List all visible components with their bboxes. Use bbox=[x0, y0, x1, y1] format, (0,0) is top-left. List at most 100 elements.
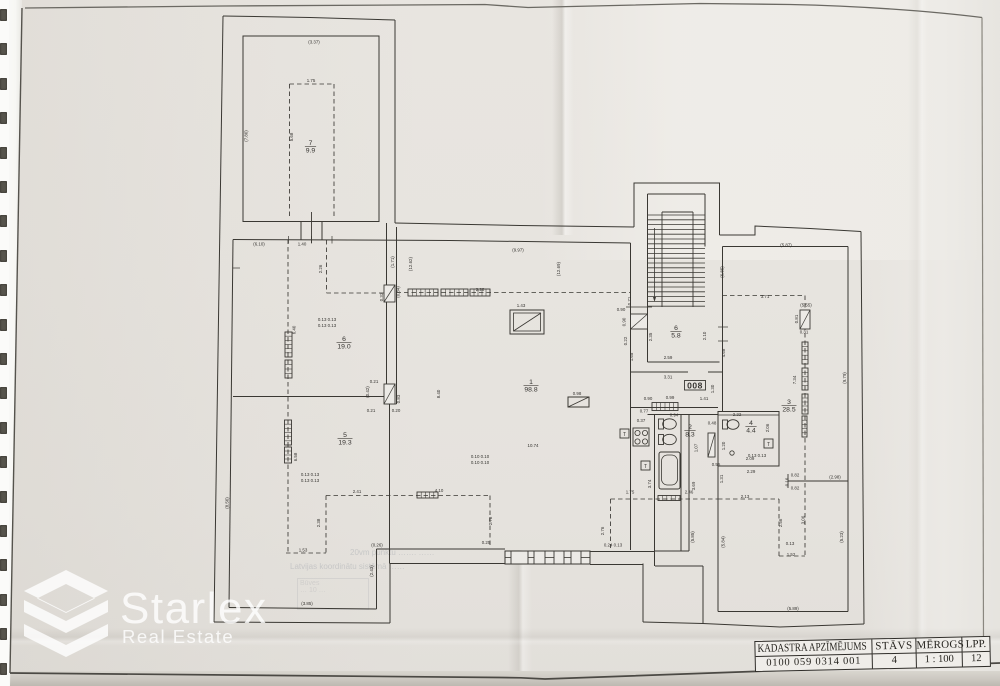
svg-text:(5.89): (5.89) bbox=[787, 606, 799, 611]
svg-text:1.43: 1.43 bbox=[517, 303, 526, 308]
svg-text:2.41: 2.41 bbox=[353, 489, 362, 494]
svg-text:5.8: 5.8 bbox=[671, 332, 681, 339]
svg-text:6.58: 6.58 bbox=[293, 452, 298, 461]
svg-text:0.21: 0.21 bbox=[370, 379, 379, 384]
svg-text:2.46: 2.46 bbox=[685, 490, 694, 495]
svg-text:(0.84): (0.84) bbox=[396, 286, 401, 298]
svg-text:2.38: 2.38 bbox=[316, 518, 321, 527]
svg-text:0.99: 0.99 bbox=[666, 395, 675, 400]
svg-text:0.48: 0.48 bbox=[708, 421, 717, 426]
svg-text:7: 7 bbox=[309, 140, 313, 147]
svg-text:3.69: 3.69 bbox=[691, 481, 696, 490]
svg-text:(2.43): (2.43) bbox=[369, 565, 374, 577]
svg-text:10.74: 10.74 bbox=[528, 443, 540, 448]
svg-text:8.40: 8.40 bbox=[436, 389, 441, 398]
svg-text:5: 5 bbox=[343, 432, 347, 439]
svg-text:2.06: 2.06 bbox=[765, 423, 770, 432]
svg-text:0.21: 0.21 bbox=[367, 408, 376, 413]
svg-text:(12.62): (12.62) bbox=[408, 257, 413, 271]
svg-text:(5.87): (5.87) bbox=[780, 243, 792, 248]
svg-text:0.77: 0.77 bbox=[640, 409, 649, 414]
svg-text:3: 3 bbox=[787, 399, 791, 406]
svg-text:(1.71): (1.71) bbox=[390, 256, 395, 268]
svg-text:3.74: 3.74 bbox=[647, 479, 652, 488]
svg-text:(6.85): (6.85) bbox=[720, 266, 725, 278]
svg-text:1.31: 1.31 bbox=[719, 474, 724, 483]
svg-text:T: T bbox=[644, 464, 647, 470]
svg-text:(5.84): (5.84) bbox=[721, 536, 726, 548]
svg-text:0.31: 0.31 bbox=[800, 330, 809, 335]
svg-text:7.34: 7.34 bbox=[792, 375, 797, 384]
svg-text:(5.55): (5.55) bbox=[800, 303, 812, 308]
svg-text:0.16: 0.16 bbox=[785, 477, 790, 486]
svg-text:9.9: 9.9 bbox=[306, 147, 316, 154]
svg-text:0.37: 0.37 bbox=[637, 418, 646, 423]
svg-text:5.68: 5.68 bbox=[289, 132, 294, 141]
svg-text:(2.98): (2.98) bbox=[829, 475, 841, 480]
svg-text:(12.69): (12.69) bbox=[556, 262, 561, 276]
svg-text:2.13: 2.13 bbox=[741, 494, 750, 499]
svg-text:(8.56): (8.56) bbox=[225, 497, 230, 509]
svg-text:(3.85): (3.85) bbox=[301, 601, 313, 606]
svg-text:2.78: 2.78 bbox=[488, 516, 493, 525]
svg-text:1.07: 1.07 bbox=[694, 443, 699, 452]
svg-text:0.22: 0.22 bbox=[623, 336, 628, 345]
svg-text:0.13 0.13: 0.13 0.13 bbox=[301, 478, 320, 483]
svg-text:6.40: 6.40 bbox=[292, 325, 297, 334]
svg-text:(9.97): (9.97) bbox=[512, 248, 524, 253]
svg-text:0.82: 0.82 bbox=[791, 473, 800, 478]
svg-text:0.20: 0.20 bbox=[392, 408, 401, 413]
svg-text:2.26: 2.26 bbox=[318, 264, 323, 273]
svg-text:2.29: 2.29 bbox=[747, 469, 756, 474]
svg-text:0.10 0.10: 0.10 0.10 bbox=[471, 460, 490, 465]
svg-text:19.3: 19.3 bbox=[338, 439, 351, 446]
svg-text:0.71: 0.71 bbox=[627, 296, 632, 305]
svg-text:(5.23): (5.23) bbox=[839, 531, 844, 543]
svg-text:1.52: 1.52 bbox=[787, 552, 796, 557]
svg-text:0.13 0.13: 0.13 0.13 bbox=[301, 472, 320, 477]
svg-text:0.81: 0.81 bbox=[794, 314, 799, 323]
svg-text:2.09: 2.09 bbox=[746, 456, 755, 461]
svg-text:6: 6 bbox=[342, 336, 346, 343]
svg-text:0.98: 0.98 bbox=[573, 391, 582, 396]
svg-text:0.13 0.13: 0.13 0.13 bbox=[748, 453, 767, 458]
svg-text:28.5: 28.5 bbox=[782, 406, 795, 413]
svg-text:(0.42): (0.42) bbox=[365, 386, 370, 398]
svg-text:T: T bbox=[623, 432, 626, 438]
svg-text:1.75: 1.75 bbox=[626, 490, 635, 495]
svg-text:(5.85): (5.85) bbox=[690, 531, 695, 543]
svg-text:2.35: 2.35 bbox=[648, 332, 653, 341]
svg-text:T: T bbox=[767, 442, 770, 448]
svg-text:3.31: 3.31 bbox=[664, 375, 673, 380]
svg-text:1: 1 bbox=[529, 379, 533, 386]
svg-text:4.10: 4.10 bbox=[435, 488, 444, 493]
svg-text:3.71: 3.71 bbox=[761, 294, 770, 299]
svg-text:008: 008 bbox=[687, 381, 703, 391]
svg-text:2.56: 2.56 bbox=[778, 518, 783, 527]
svg-text:1.53: 1.53 bbox=[299, 548, 308, 553]
svg-text:2: 2 bbox=[688, 424, 692, 431]
svg-text:0.90: 0.90 bbox=[644, 396, 653, 401]
svg-text:0.94: 0.94 bbox=[670, 413, 679, 418]
svg-text:1.75: 1.75 bbox=[307, 78, 316, 83]
svg-text:3.06: 3.06 bbox=[801, 515, 806, 524]
svg-text:1.30: 1.30 bbox=[710, 384, 715, 393]
svg-text:Starlex: Starlex bbox=[120, 584, 267, 633]
svg-text:0.33: 0.33 bbox=[379, 292, 384, 301]
svg-text:Real Estate: Real Estate bbox=[122, 626, 234, 647]
svg-text:2.10: 2.10 bbox=[702, 331, 707, 340]
svg-text:0.90: 0.90 bbox=[622, 317, 627, 326]
svg-text:2.28: 2.28 bbox=[476, 287, 485, 292]
svg-text:0.10 0.10: 0.10 0.10 bbox=[471, 454, 490, 459]
svg-text:(7.80): (7.80) bbox=[244, 130, 249, 142]
svg-text:(6.10): (6.10) bbox=[253, 242, 265, 247]
svg-text:(0.26): (0.26) bbox=[371, 543, 383, 548]
svg-text:8.3: 8.3 bbox=[685, 431, 695, 438]
svg-text:1.20: 1.20 bbox=[721, 441, 726, 450]
svg-text:98.8: 98.8 bbox=[524, 386, 537, 393]
svg-text:0.83: 0.83 bbox=[396, 394, 401, 403]
svg-text:0.13 0.13: 0.13 0.13 bbox=[318, 323, 337, 328]
svg-text:4: 4 bbox=[749, 420, 753, 427]
svg-text:4.68: 4.68 bbox=[721, 348, 726, 357]
svg-text:0.90: 0.90 bbox=[617, 307, 626, 312]
